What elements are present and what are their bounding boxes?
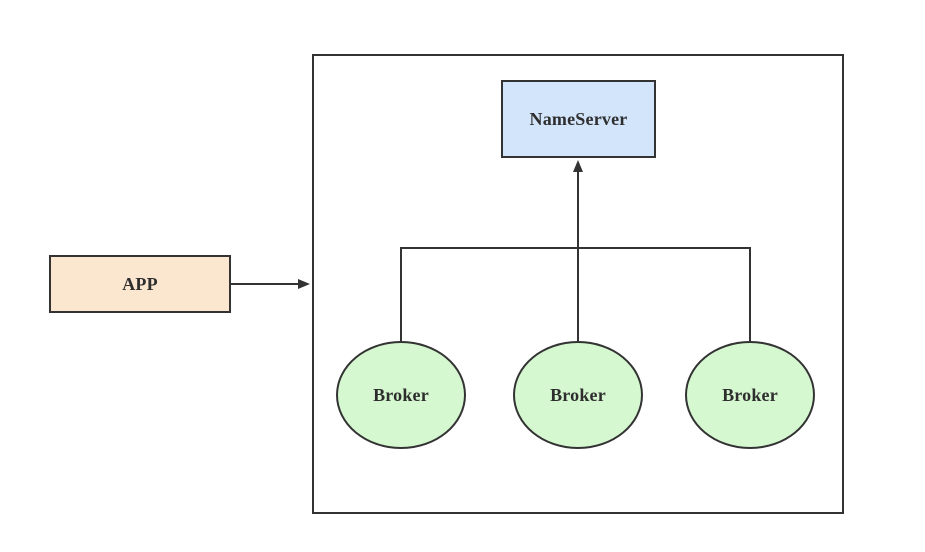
node-broker-3: Broker [685,341,815,449]
node-app: APP [49,255,231,313]
node-app-label: APP [122,273,158,294]
node-nameserver-label: NameServer [529,108,628,129]
node-broker-3-label: Broker [722,384,778,405]
node-broker-1: Broker [336,341,466,449]
node-nameserver: NameServer [501,80,656,158]
node-broker-1-label: Broker [373,384,429,405]
node-broker-2: Broker [513,341,643,449]
node-broker-2-label: Broker [550,384,606,405]
cluster-boundary [312,54,844,514]
edge-broker-bus [400,247,751,341]
